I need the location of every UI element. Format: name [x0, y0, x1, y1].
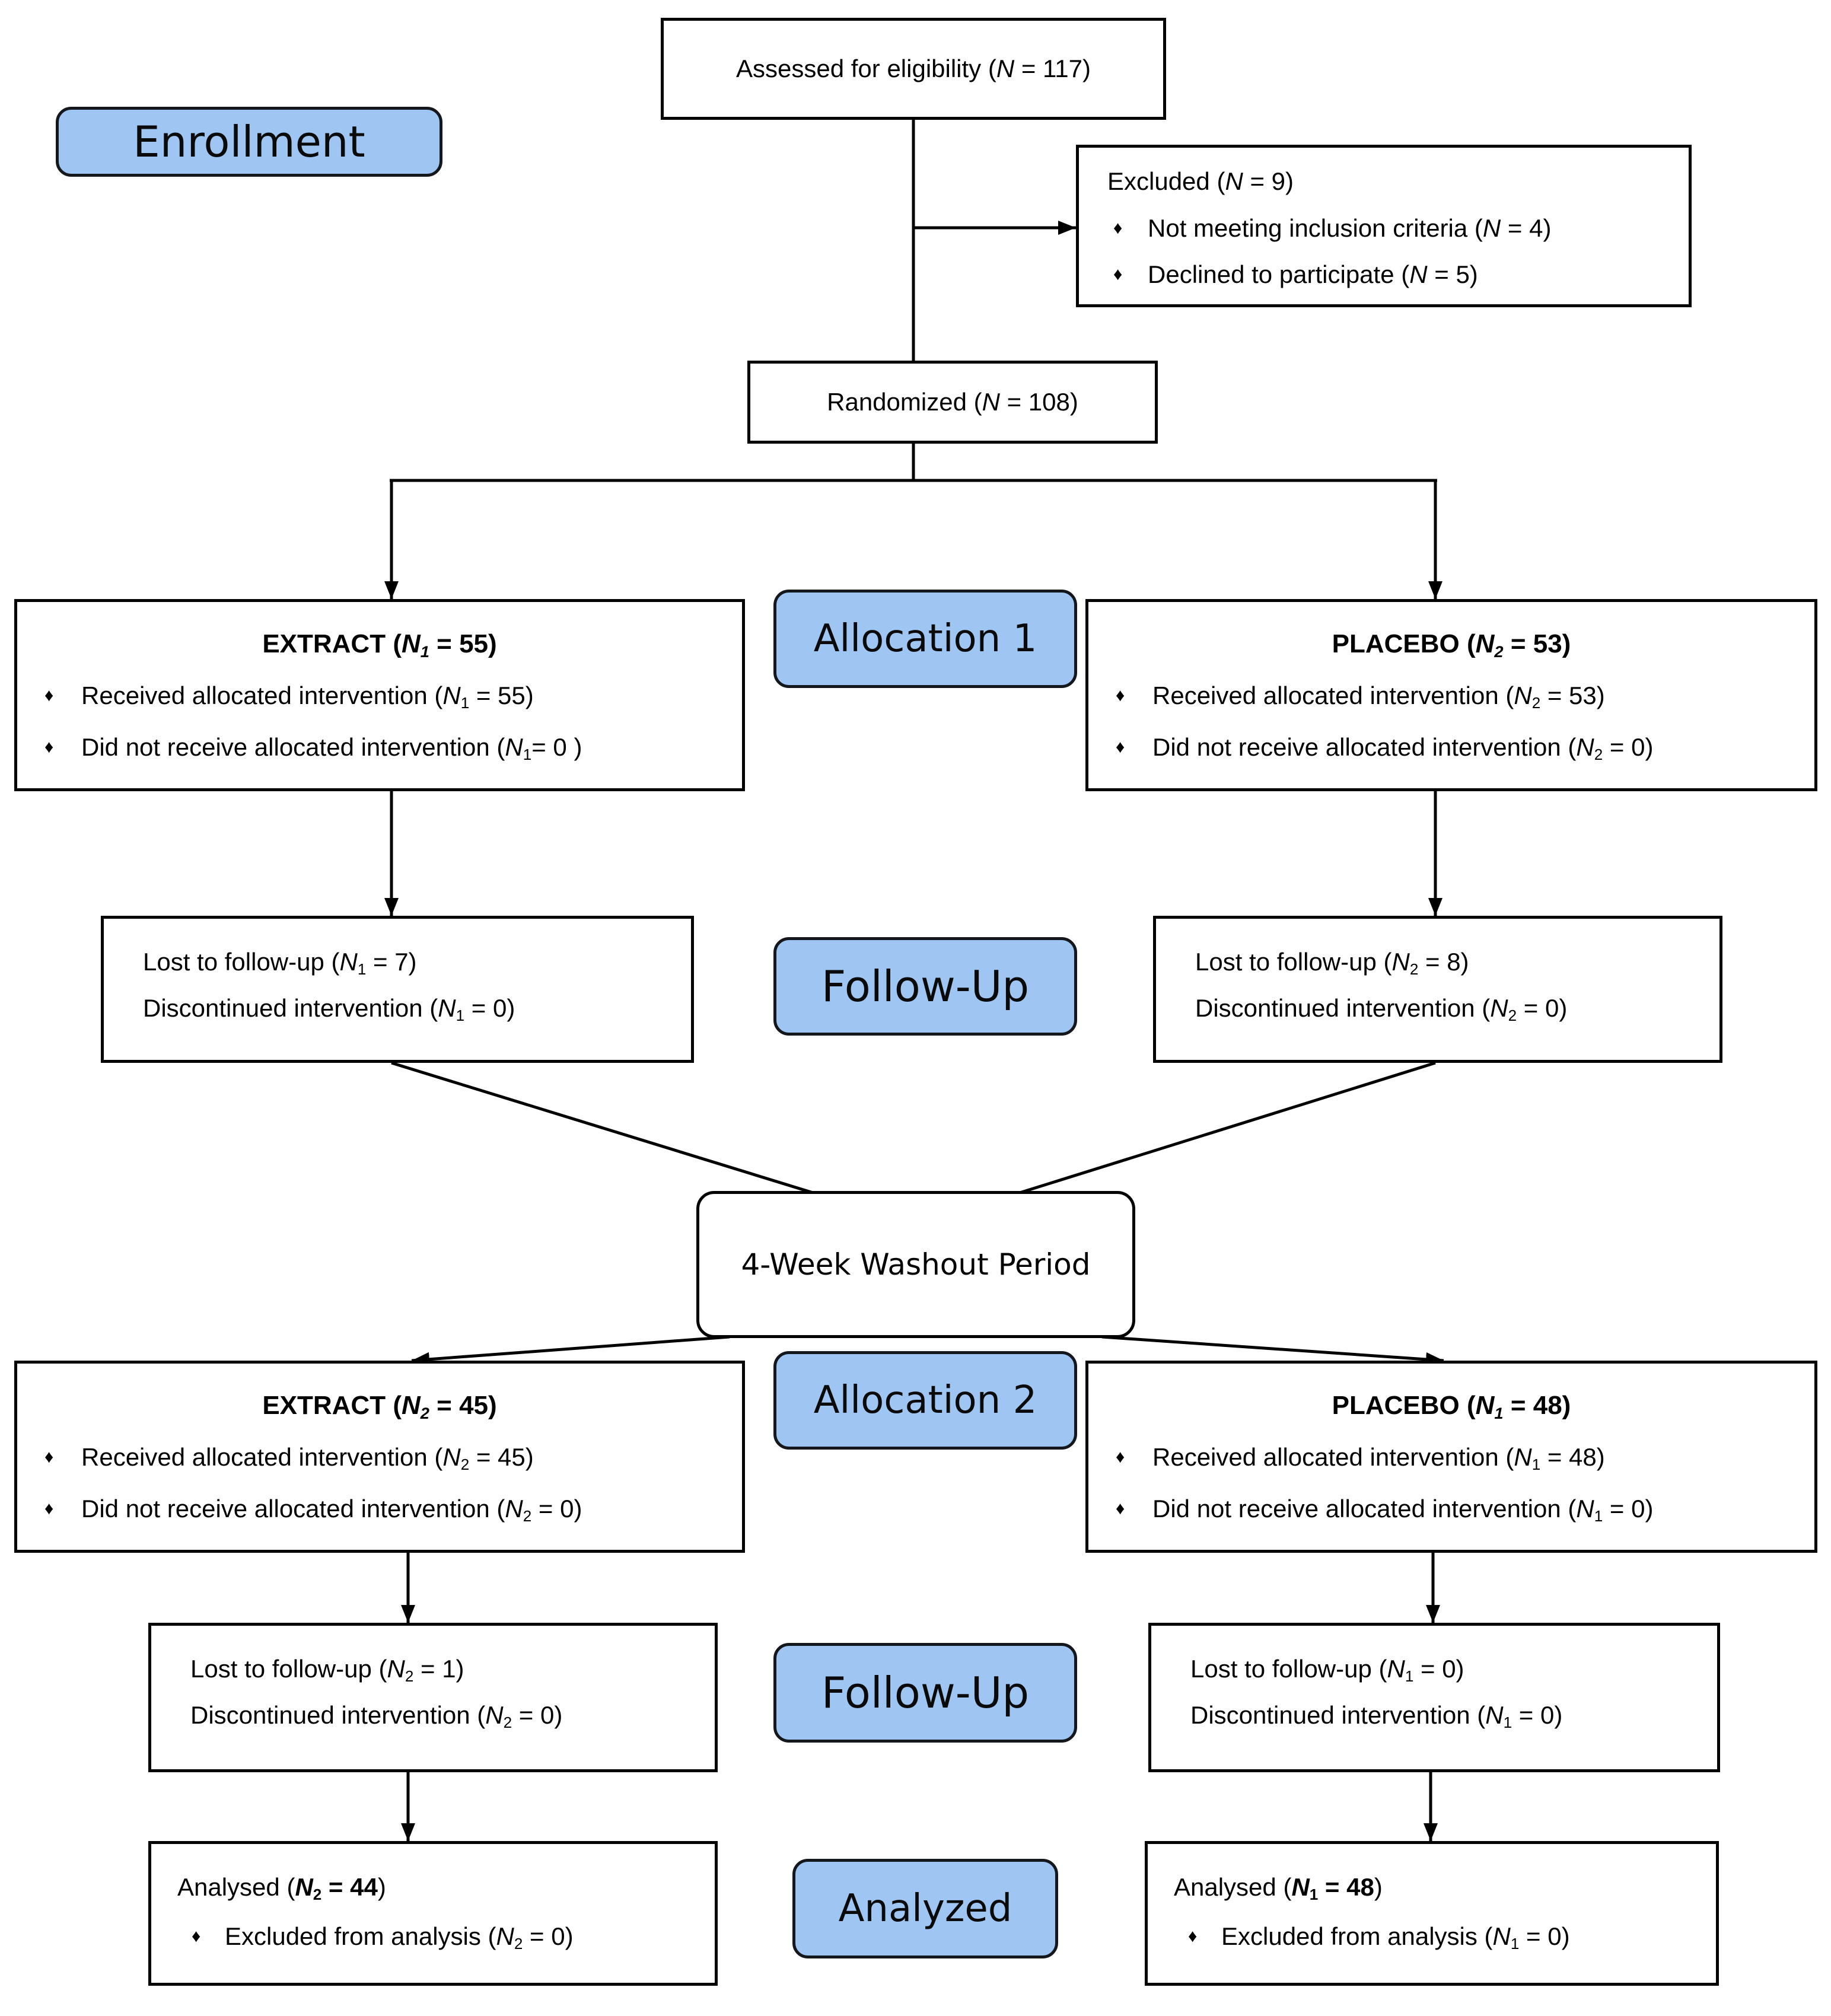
- extract-allocation2-title: EXTRACT (N2 = 45): [262, 1391, 497, 1422]
- excluded-bullet-2: ♦ Declined to participate (N = 5): [1107, 259, 1674, 291]
- diamond-bullet-icon: ♦: [192, 1926, 201, 1946]
- line-followup1-left-to-washout: [391, 1061, 816, 1195]
- followup1-stage-label: Follow-Up: [773, 937, 1077, 1036]
- analysed-left-box: Analysed (N2 = 44) ♦ Excluded from analy…: [148, 1841, 718, 1986]
- extract-allocation2-bullet-1-text: Received allocated intervention (N2 = 45…: [81, 1443, 534, 1474]
- excluded-bullet-1-text: Not meeting inclusion criteria (N = 4): [1148, 214, 1552, 242]
- assessed-eligibility-box: Assessed for eligibility (N = 117): [661, 18, 1166, 120]
- diamond-bullet-icon: ♦: [44, 1447, 54, 1467]
- allocation2-stage-text: Allocation 2: [813, 1378, 1037, 1422]
- extract-allocation1-bullet-1: ♦ Received allocated intervention (N1 = …: [17, 680, 742, 712]
- followup2-extract-line-1: Lost to follow-up (N2 = 1): [190, 1655, 464, 1686]
- extract-allocation1-title: EXTRACT (N1 = 55): [262, 629, 497, 661]
- diamond-bullet-icon: ♦: [1188, 1926, 1198, 1946]
- followup1-stage-text: Follow-Up: [821, 961, 1030, 1011]
- analysed-right-title: Analysed (N1 = 48): [1174, 1873, 1383, 1904]
- excluded-title: Excluded (N = 9): [1107, 167, 1294, 195]
- arrow-washout-to-placebo2: [1101, 1335, 1444, 1367]
- followup2-placebo-box: Lost to follow-up (N1 = 0) Discontinued …: [1148, 1623, 1720, 1772]
- allocation2-stage-label: Allocation 2: [773, 1351, 1077, 1450]
- followup2-stage-text: Follow-Up: [821, 1668, 1030, 1718]
- followup2-extract-line-2: Discontinued intervention (N2 = 0): [190, 1700, 563, 1731]
- placebo-allocation1-bullet-2-text: Did not receive allocated intervention (…: [1152, 732, 1654, 764]
- enrollment-stage-text: Enrollment: [133, 117, 365, 167]
- extract-allocation2-box: EXTRACT (N2 = 45) ♦ Received allocated i…: [14, 1361, 745, 1553]
- washout-period-text: 4-Week Washout Period: [741, 1247, 1091, 1282]
- allocation1-stage-text: Allocation 1: [813, 617, 1037, 661]
- enrollment-stage-label: Enrollment: [56, 107, 442, 177]
- assessed-eligibility-text: Assessed for eligibility (N = 117): [736, 54, 1091, 82]
- extract-allocation2-bullet-1: ♦ Received allocated intervention (N2 = …: [17, 1441, 742, 1474]
- excluded-box: Excluded (N = 9) ♦ Not meeting inclusion…: [1076, 145, 1692, 307]
- excluded-bullet-2-text: Declined to participate (N = 5): [1148, 260, 1478, 289]
- placebo-allocation2-bullet-1-text: Received allocated intervention (N1 = 48…: [1152, 1443, 1605, 1474]
- allocation1-stage-label: Allocation 1: [773, 590, 1077, 688]
- placebo-allocation2-bullet-1: ♦ Received allocated intervention (N1 = …: [1088, 1441, 1814, 1474]
- followup1-extract-line-2: Discontinued intervention (N1 = 0): [143, 993, 515, 1024]
- diamond-bullet-icon: ♦: [1116, 1447, 1125, 1467]
- placebo-allocation1-bullet-2: ♦ Did not receive allocated intervention…: [1088, 731, 1814, 764]
- followup2-placebo-line-1: Lost to follow-up (N1 = 0): [1190, 1655, 1464, 1686]
- randomized-box: Randomized (N = 108): [747, 361, 1158, 444]
- diamond-bullet-icon: ♦: [1116, 737, 1125, 757]
- followup2-placebo-line-2: Discontinued intervention (N1 = 0): [1190, 1700, 1563, 1731]
- followup1-extract-box: Lost to follow-up (N1 = 7) Discontinued …: [101, 916, 694, 1063]
- followup1-placebo-line-1: Lost to follow-up (N2 = 8): [1195, 948, 1469, 979]
- followup1-placebo-box: Lost to follow-up (N2 = 8) Discontinued …: [1153, 916, 1722, 1063]
- extract-allocation2-bullet-2-text: Did not receive allocated intervention (…: [81, 1494, 582, 1525]
- placebo-allocation2-bullet-2: ♦ Did not receive allocated intervention…: [1088, 1493, 1814, 1525]
- arrow-washout-to-extract2: [411, 1335, 730, 1367]
- placebo-allocation2-box: PLACEBO (N1 = 48) ♦ Received allocated i…: [1085, 1361, 1817, 1553]
- analysed-right-bullet-text: Excluded from analysis (N1 = 0): [1221, 1922, 1570, 1953]
- diamond-bullet-icon: ♦: [1116, 686, 1125, 706]
- analyzed-stage-text: Analyzed: [838, 1887, 1012, 1931]
- followup1-placebo-line-2: Discontinued intervention (N2 = 0): [1195, 993, 1568, 1024]
- placebo-allocation2-bullet-2-text: Did not receive allocated intervention (…: [1152, 1494, 1654, 1525]
- placebo-allocation1-bullet-1-text: Received allocated intervention (N2 = 53…: [1152, 681, 1605, 712]
- line-followup1-right-to-washout: [1017, 1061, 1436, 1195]
- placebo-allocation1-title: PLACEBO (N2 = 53): [1332, 629, 1571, 661]
- analysed-left-bullet-text: Excluded from analysis (N2 = 0): [225, 1922, 574, 1953]
- excluded-bullet-1: ♦ Not meeting inclusion criteria (N = 4): [1107, 212, 1674, 245]
- analysed-left-bullet: ♦ Excluded from analysis (N2 = 0): [177, 1921, 700, 1953]
- extract-allocation1-box: EXTRACT (N1 = 55) ♦ Received allocated i…: [14, 599, 745, 791]
- analysed-left-title: Analysed (N2 = 44): [177, 1873, 386, 1904]
- diamond-bullet-icon: ♦: [1113, 218, 1123, 238]
- extract-allocation1-bullet-1-text: Received allocated intervention (N1 = 55…: [81, 681, 534, 712]
- analysed-right-bullet: ♦ Excluded from analysis (N1 = 0): [1174, 1921, 1702, 1953]
- followup2-extract-box: Lost to follow-up (N2 = 1) Discontinued …: [148, 1623, 718, 1772]
- extract-allocation1-bullet-2-text: Did not receive allocated intervention (…: [81, 732, 582, 764]
- diamond-bullet-icon: ♦: [1113, 265, 1123, 285]
- followup1-extract-line-1: Lost to follow-up (N1 = 7): [143, 948, 417, 979]
- analysed-right-box: Analysed (N1 = 48) ♦ Excluded from analy…: [1145, 1841, 1719, 1986]
- placebo-allocation1-bullet-1: ♦ Received allocated intervention (N2 = …: [1088, 680, 1814, 712]
- extract-allocation1-bullet-2: ♦ Did not receive allocated intervention…: [17, 731, 742, 764]
- washout-period-box: 4-Week Washout Period: [696, 1191, 1135, 1338]
- diamond-bullet-icon: ♦: [44, 737, 54, 757]
- extract-allocation2-bullet-2: ♦ Did not receive allocated intervention…: [17, 1493, 742, 1525]
- placebo-allocation1-box: PLACEBO (N2 = 53) ♦ Received allocated i…: [1085, 599, 1817, 791]
- diamond-bullet-icon: ♦: [44, 1498, 54, 1518]
- randomized-text: Randomized (N = 108): [827, 387, 1078, 416]
- diamond-bullet-icon: ♦: [44, 686, 54, 706]
- placebo-allocation2-title: PLACEBO (N1 = 48): [1332, 1391, 1571, 1422]
- diamond-bullet-icon: ♦: [1116, 1498, 1125, 1518]
- analyzed-stage-label: Analyzed: [792, 1859, 1058, 1958]
- followup2-stage-label: Follow-Up: [773, 1643, 1077, 1743]
